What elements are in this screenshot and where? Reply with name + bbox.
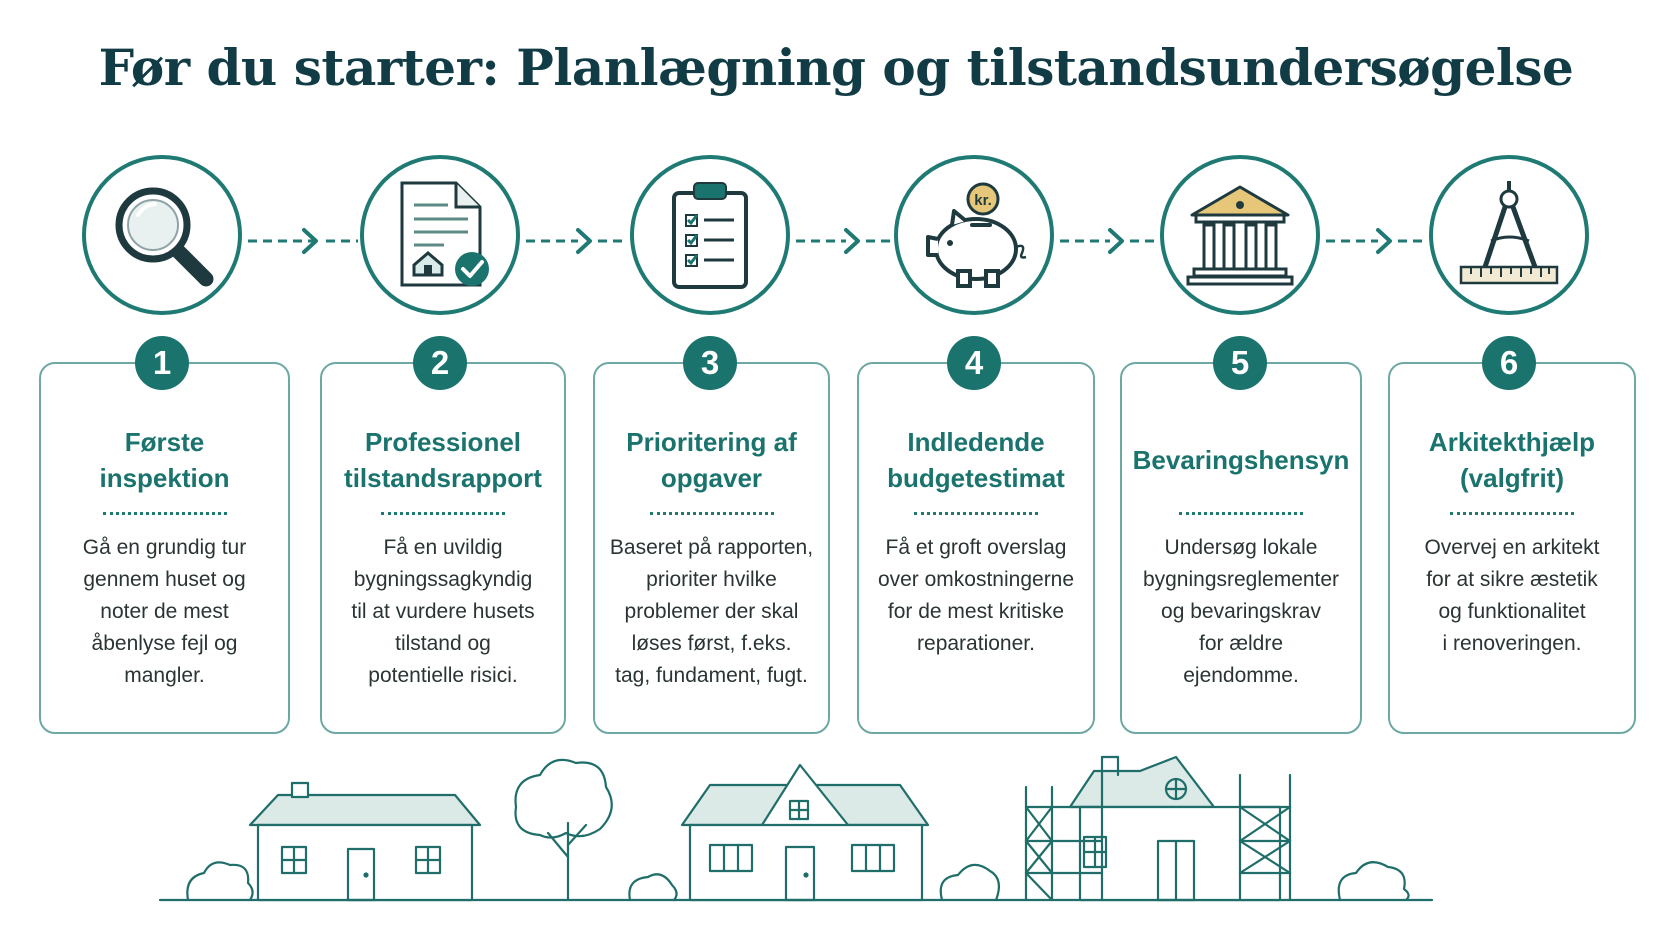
step-1-description-line: åbenlyse fejl og [91,632,238,655]
step-4-title-line: budgetestimat [887,463,1065,493]
step-4-description-line: Få et groft overslag [885,536,1067,559]
step-3-title-line: Prioritering af [626,427,797,457]
step-2-divider [381,512,505,515]
step-2-number-badge: 2 [413,336,467,390]
step-5-description-line: og bevaringskrav [1161,600,1321,623]
step-4-title: Indledende budgetestimat [859,418,1093,502]
step-6-card: Arkitekthjælp (valgfrit) Overvej en arki… [1388,362,1636,734]
step-5-description-line: Undersøg lokale [1164,536,1318,559]
step-6-description-line: Overvej en arkitekt [1424,536,1600,559]
step-1-title-line: Første [124,427,205,457]
step-4-description-line: over omkostningerne [877,568,1075,591]
step-5-description-line: bygningsreglementer [1142,568,1340,591]
step-1-icon-circle [82,155,242,315]
connector-arrow-4-5 [1060,228,1158,254]
compass-ruler-icon [1459,181,1559,285]
step-2-icon-circle [360,155,520,315]
step-2-description-line: tilstand og [395,632,491,655]
step-6-number-badge: 6 [1482,336,1536,390]
step-2-description-line: bygningssagkyndig [353,568,533,591]
step-2-description-line: til at vurdere husets [351,600,535,623]
step-1-description: Gå en grundig tur gennem huset og noter … [53,532,276,692]
connector-arrow-1-2 [248,228,358,254]
step-1-description-line: Gå en grundig tur [82,536,247,559]
coin-label: kr. [974,192,992,209]
step-6-description-line: i renoveringen. [1442,632,1582,655]
checklist-clipboard-icon [672,182,748,289]
step-4-description-line: for de mest kritiske [887,600,1065,623]
step-2-title-line: tilstandsrapport [344,463,542,493]
step-5-description-line: ejendomme. [1183,664,1299,687]
step-3-description-line: prioriter hvilke [646,568,777,591]
step-3-card: Prioritering af opgaver Baseret på rappo… [593,362,830,734]
connector-arrow-5-6 [1326,228,1427,254]
step-2-description: Få en uvildig bygningssagkyndig til at v… [334,532,552,692]
page-title: Før du starter: Planlægning og tilstands… [98,38,1574,97]
step-3-title: Prioritering af opgaver [595,418,828,502]
step-1-divider [102,512,227,515]
step-5-description-line: for ældre [1198,632,1284,655]
step-5-title-line: Bevaringshensyn [1132,445,1350,475]
step-6-description-line: for at sikre æstetik [1426,568,1598,591]
step-6-description: Overvej en arkitekt for at sikre æstetik… [1402,532,1622,660]
step-2-title-line: Professionel [364,427,522,457]
step-4-number-badge: 4 [947,336,1001,390]
step-4-icon-circle: kr. [894,155,1054,315]
step-1-number-badge: 1 [135,336,189,390]
step-6-title-line: (valgfrit) [1460,463,1564,493]
connector-arrow-3-4 [796,228,892,254]
connector-arrow-2-3 [526,228,628,254]
step-1-card: Første inspektion Gå en grundig tur genn… [39,362,290,734]
step-6-title: Arkitekthjælp (valgfrit) [1390,418,1634,502]
step-2-description-line: Få en uvildig [383,536,503,559]
step-3-number-badge: 3 [683,336,737,390]
step-3-description-line: problemer der skal [624,600,799,623]
step-3-divider [649,512,774,515]
step-4-description-line: reparationer. [917,632,1035,655]
step-5-description: Undersøg lokale bygningsreglementer og b… [1134,532,1348,692]
step-5-title: Bevaringshensyn [1122,418,1360,502]
step-1-title-line: inspektion [99,463,230,493]
piggy-bank-icon: kr. [926,182,1027,288]
step-2-title: Professionel tilstandsrapport [322,418,564,502]
step-4-title-line: Indledende [907,427,1045,457]
step-3-description: Baseret på rapporten, prioriter hvilke p… [607,532,816,692]
step-5-icon-circle [1160,155,1320,315]
step-6-title-line: Arkitekthjælp [1428,427,1596,457]
step-4-card: Indledende budgetestimat Få et groft ove… [857,362,1095,734]
step-6-description-line: og funktionalitet [1438,600,1586,623]
historic-building-icon [1186,185,1294,286]
step-4-divider [914,512,1038,515]
house-renovation-illustration [158,755,1434,902]
magnifying-glass-icon [115,187,214,287]
step-4-description: Få et groft overslag over omkostningerne… [871,532,1081,660]
step-3-description-line: tag, fundament, fugt. [615,664,808,687]
step-3-description-line: løses først, f.eks. [631,632,792,655]
report-document-icon [400,181,489,287]
step-2-description-line: potentielle risici. [368,664,518,687]
step-1-description-line: gennem huset og [83,568,246,591]
step-3-title-line: opgaver [660,463,763,493]
step-3-icon-circle [630,155,790,315]
step-5-divider [1179,512,1303,515]
step-6-divider [1450,512,1574,515]
step-3-description-line: Baseret på rapporten, [609,536,814,559]
step-5-number-badge: 5 [1213,336,1267,390]
step-6-icon-circle [1429,155,1589,315]
step-1-description-line: mangler. [124,664,205,687]
step-5-card: Bevaringshensyn Undersøg lokale bygnings… [1120,362,1362,734]
step-1-title: Første inspektion [41,418,288,502]
step-2-card: Professionel tilstandsrapport Få en uvil… [320,362,566,734]
step-1-description-line: noter de mest [100,600,229,623]
